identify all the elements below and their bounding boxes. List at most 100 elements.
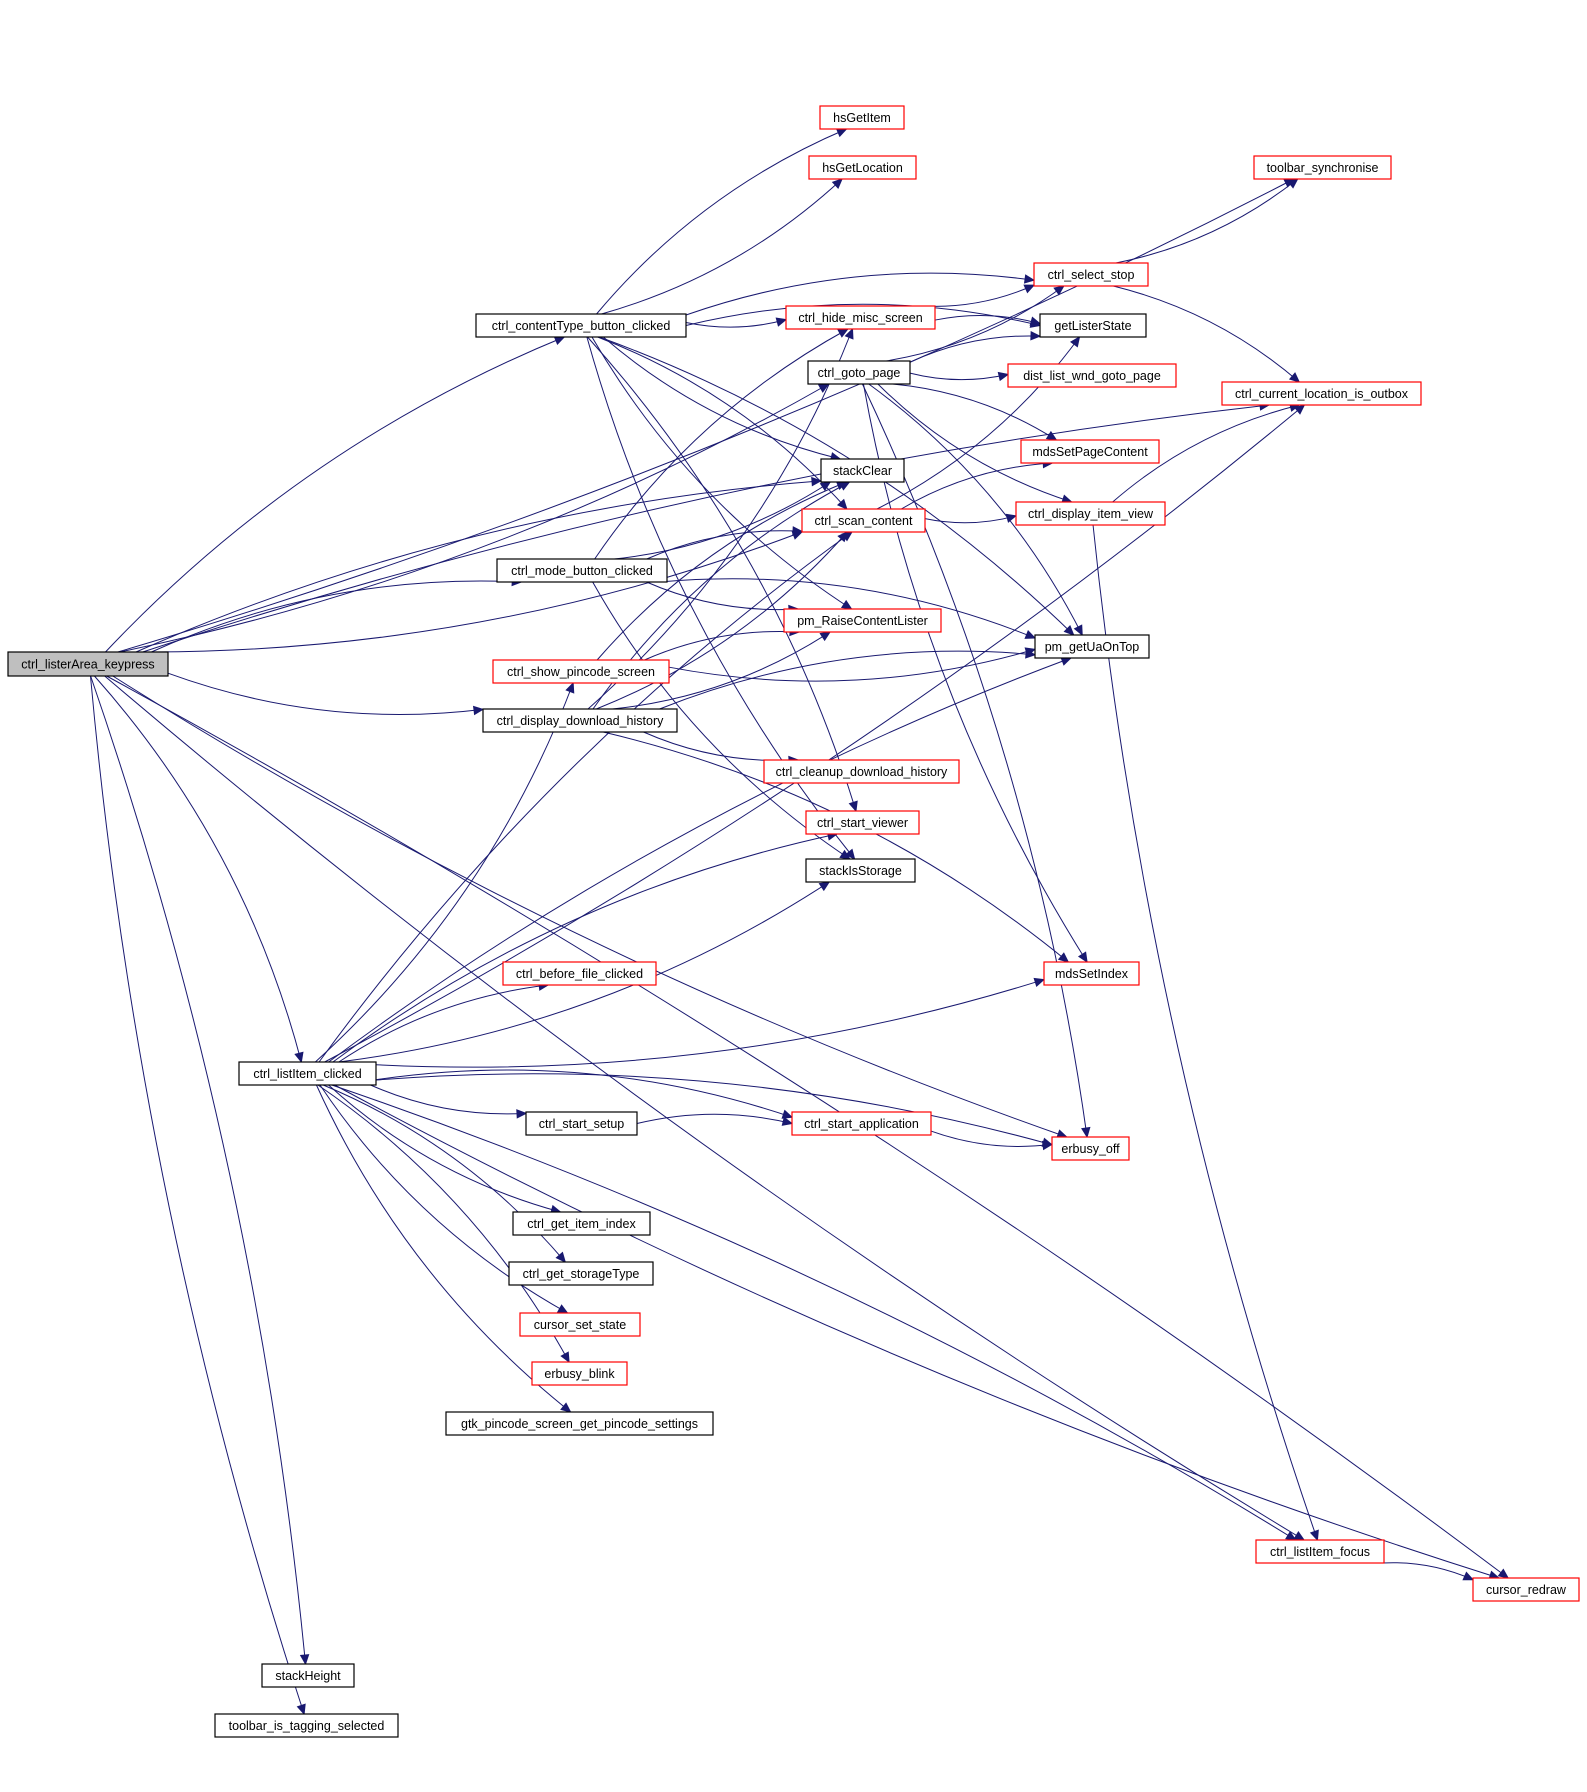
node-box-isOutbox[interactable] bbox=[1221, 381, 1422, 406]
node-displayItem[interactable]: ctrl_display_item_view bbox=[1015, 501, 1166, 526]
node-box-listItemClicked[interactable] bbox=[238, 1061, 377, 1086]
arrowhead-listItemClicked-to-cursorSetState bbox=[556, 1304, 569, 1314]
edge-contentType-to-stackIsStorage bbox=[586, 336, 855, 860]
arrowhead-downloadHist-to-stackClear bbox=[838, 481, 851, 491]
node-box-getStorageType[interactable] bbox=[508, 1261, 654, 1286]
node-box-gtkPincode[interactable] bbox=[445, 1411, 714, 1436]
node-label-cursorSetState: cursor_set_state bbox=[534, 1318, 626, 1332]
node-box-root[interactable] bbox=[7, 651, 169, 677]
node-label-hsGetLocation: hsGetLocation bbox=[822, 161, 903, 175]
node-getListerState[interactable]: getListerState bbox=[1039, 313, 1147, 338]
node-box-getListerState[interactable] bbox=[1039, 313, 1147, 338]
node-erbusyOff[interactable]: erbusy_off bbox=[1051, 1136, 1130, 1161]
node-box-stackIsStorage[interactable] bbox=[805, 858, 916, 883]
node-beforeFile[interactable]: ctrl_before_file_clicked bbox=[502, 961, 657, 986]
node-box-erbusyBlink[interactable] bbox=[531, 1361, 628, 1386]
node-label-getListerState: getListerState bbox=[1054, 319, 1131, 333]
node-box-toolbarTagging[interactable] bbox=[214, 1713, 399, 1738]
node-hideMisc[interactable]: ctrl_hide_misc_screen bbox=[785, 305, 936, 330]
node-box-beforeFile[interactable] bbox=[502, 961, 657, 986]
node-distGoto[interactable]: dist_list_wnd_goto_page bbox=[1007, 363, 1177, 388]
node-box-displayItem[interactable] bbox=[1015, 501, 1166, 526]
node-cursorRedraw[interactable]: cursor_redraw bbox=[1472, 1577, 1580, 1602]
node-hsGetLocation[interactable]: hsGetLocation bbox=[808, 155, 917, 180]
node-label-uaOnTop: pm_getUaOnTop bbox=[1045, 640, 1140, 654]
node-box-stackHeight[interactable] bbox=[261, 1663, 355, 1688]
node-cleanupHist[interactable]: ctrl_cleanup_download_history bbox=[763, 759, 960, 784]
node-mdsSetPage[interactable]: mdsSetPageContent bbox=[1020, 439, 1160, 464]
node-raiseLister[interactable]: pm_RaiseContentLister bbox=[783, 608, 942, 633]
node-stackHeight[interactable]: stackHeight bbox=[261, 1663, 355, 1688]
node-box-cleanupHist[interactable] bbox=[763, 759, 960, 784]
node-box-cursorRedraw[interactable] bbox=[1472, 1577, 1580, 1602]
node-box-erbusyOff[interactable] bbox=[1051, 1136, 1130, 1161]
node-erbusyBlink[interactable]: erbusy_blink bbox=[531, 1361, 628, 1386]
node-modeButton[interactable]: ctrl_mode_button_clicked bbox=[496, 558, 668, 583]
node-box-startApp[interactable] bbox=[791, 1111, 932, 1136]
node-box-downloadHist[interactable] bbox=[482, 708, 678, 733]
node-box-gotoPage[interactable] bbox=[807, 360, 911, 385]
node-box-hsGetLocation[interactable] bbox=[808, 155, 917, 180]
node-box-pincode[interactable] bbox=[492, 659, 670, 684]
node-toolbarTagging[interactable]: toolbar_is_tagging_selected bbox=[214, 1713, 399, 1738]
node-box-selectStop[interactable] bbox=[1033, 262, 1149, 287]
edge-gotoPage-to-selectStop bbox=[886, 285, 1065, 362]
node-box-stackClear[interactable] bbox=[820, 458, 905, 483]
node-label-listItemClicked: ctrl_listItem_clicked bbox=[253, 1067, 361, 1081]
node-root[interactable]: ctrl_listerArea_keypress bbox=[7, 651, 169, 677]
node-stackIsStorage[interactable]: stackIsStorage bbox=[805, 858, 916, 883]
node-contentType[interactable]: ctrl_contentType_button_clicked bbox=[475, 313, 687, 338]
arrowhead-displayItem-to-listItemFocus bbox=[1309, 1529, 1319, 1542]
node-getItemIndex[interactable]: ctrl_get_item_index bbox=[512, 1211, 651, 1236]
edges-layer bbox=[89, 128, 1510, 1716]
edge-scanContent-to-mdsSetPage bbox=[900, 462, 1053, 510]
node-listItemFocus[interactable]: ctrl_listItem_focus bbox=[1255, 1539, 1385, 1564]
node-stackClear[interactable]: stackClear bbox=[820, 458, 905, 483]
node-box-toolbarSync[interactable] bbox=[1253, 155, 1392, 180]
node-pincode[interactable]: ctrl_show_pincode_screen bbox=[492, 659, 670, 684]
node-box-hsGetItem[interactable] bbox=[819, 105, 905, 130]
node-gotoPage[interactable]: ctrl_goto_page bbox=[807, 360, 911, 385]
arrowhead-modeButton-to-scanContent bbox=[792, 526, 804, 536]
node-label-modeButton: ctrl_mode_button_clicked bbox=[511, 564, 653, 578]
node-cursorSetState[interactable]: cursor_set_state bbox=[519, 1312, 641, 1337]
edge-listItemClicked-to-scanContent bbox=[318, 531, 853, 1063]
node-box-listItemFocus[interactable] bbox=[1255, 1539, 1385, 1564]
node-box-mdsSetPage[interactable] bbox=[1020, 439, 1160, 464]
node-box-uaOnTop[interactable] bbox=[1034, 634, 1150, 659]
arrowhead-gotoPage-to-getListerState bbox=[1030, 331, 1042, 341]
node-box-startViewer[interactable] bbox=[805, 810, 920, 835]
edge-gotoPage-to-erbusyOff bbox=[861, 383, 1088, 1138]
arrowhead-startSetup-to-startApp bbox=[781, 1116, 794, 1126]
node-getStorageType[interactable]: ctrl_get_storageType bbox=[508, 1261, 654, 1286]
arrowhead-gotoPage-to-erbusyOff bbox=[1081, 1126, 1091, 1139]
node-box-cursorSetState[interactable] bbox=[519, 1312, 641, 1337]
node-startViewer[interactable]: ctrl_start_viewer bbox=[805, 810, 920, 835]
node-toolbarSync[interactable]: toolbar_synchronise bbox=[1253, 155, 1392, 180]
node-box-contentType[interactable] bbox=[475, 313, 687, 338]
node-hsGetItem[interactable]: hsGetItem bbox=[819, 105, 905, 130]
node-selectStop[interactable]: ctrl_select_stop bbox=[1033, 262, 1149, 287]
node-uaOnTop[interactable]: pm_getUaOnTop bbox=[1034, 634, 1150, 659]
node-box-raiseLister[interactable] bbox=[783, 608, 942, 633]
node-startApp[interactable]: ctrl_start_application bbox=[791, 1111, 932, 1136]
node-startSetup[interactable]: ctrl_start_setup bbox=[525, 1111, 638, 1136]
node-downloadHist[interactable]: ctrl_display_download_history bbox=[482, 708, 678, 733]
node-box-distGoto[interactable] bbox=[1007, 363, 1177, 388]
arrowhead-listItemClicked-to-listItemFocus bbox=[1285, 1530, 1297, 1541]
node-box-mdsSetIndex[interactable] bbox=[1043, 961, 1140, 986]
node-mdsSetIndex[interactable]: mdsSetIndex bbox=[1043, 961, 1140, 986]
node-box-scanContent[interactable] bbox=[801, 508, 926, 533]
edge-contentType-to-hsGetItem bbox=[596, 128, 847, 315]
node-listItemClicked[interactable]: ctrl_listItem_clicked bbox=[238, 1061, 377, 1086]
node-scanContent[interactable]: ctrl_scan_content bbox=[801, 508, 926, 533]
node-isOutbox[interactable]: ctrl_current_location_is_outbox bbox=[1221, 381, 1422, 406]
node-box-hideMisc[interactable] bbox=[785, 305, 936, 330]
node-gtkPincode[interactable]: gtk_pincode_screen_get_pincode_settings bbox=[445, 1411, 714, 1436]
node-box-startSetup[interactable] bbox=[525, 1111, 638, 1136]
edge-listItemClicked-to-stackIsStorage bbox=[338, 881, 830, 1063]
node-box-modeButton[interactable] bbox=[496, 558, 668, 583]
node-box-getItemIndex[interactable] bbox=[512, 1211, 651, 1236]
node-label-getItemIndex: ctrl_get_item_index bbox=[527, 1217, 636, 1231]
